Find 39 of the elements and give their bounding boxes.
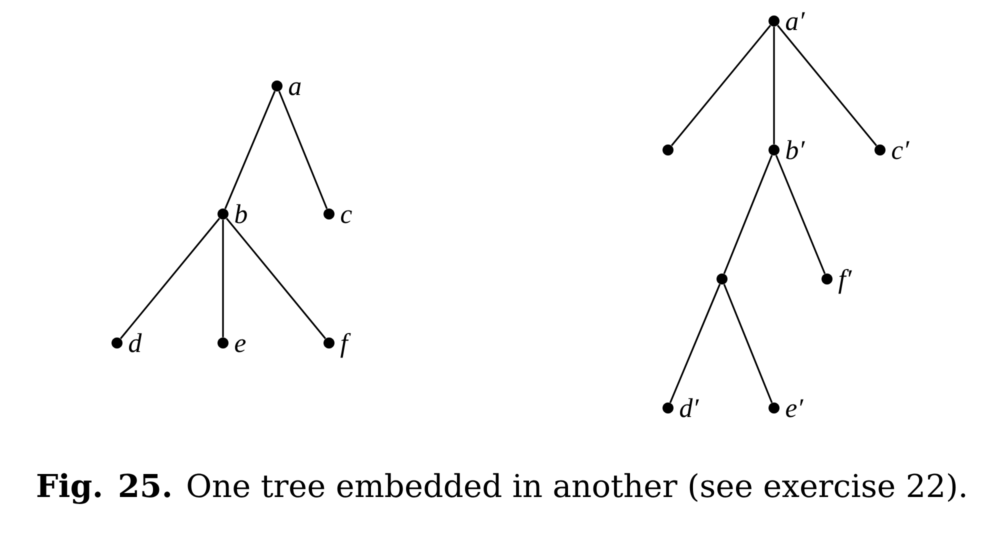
connector-line	[670, 24, 772, 146]
tree-node-dot	[716, 274, 728, 284]
node-label: f	[340, 333, 351, 358]
tree-node-dot	[324, 338, 334, 348]
node-label: d	[129, 333, 142, 352]
connector-line	[773, 26, 775, 144]
connector-line	[226, 218, 326, 340]
connector-line	[776, 24, 878, 146]
connector-line	[278, 90, 328, 210]
tree-node-dot	[768, 16, 780, 26]
connector-line	[775, 154, 826, 274]
tree-node-dot	[662, 144, 674, 156]
node-label: c	[341, 210, 352, 224]
tree-node-dot	[768, 402, 780, 414]
connector-line	[224, 90, 276, 210]
connector-line	[669, 284, 721, 404]
node-label: a′	[786, 12, 805, 30]
tree-node-dot	[272, 80, 282, 92]
tree-node-dot	[112, 338, 122, 348]
node-label: b′	[786, 140, 805, 160]
node-label: f′	[838, 269, 852, 294]
connector-line	[120, 218, 220, 340]
node-label: d′	[680, 398, 699, 418]
tree-node-dot	[662, 402, 674, 414]
connector-line	[723, 284, 773, 404]
node-label: c′	[892, 141, 910, 160]
caption: Fig. 25. One tree embedded in another (see exercise 22).	[37, 473, 966, 504]
tree-node-dot	[768, 144, 780, 156]
tree-node-dot	[874, 144, 886, 156]
connector-line	[723, 154, 773, 274]
node-label: e	[235, 339, 246, 352]
node-label: e′	[786, 399, 804, 418]
tree-node-dot	[218, 208, 228, 220]
tree-node-dot	[218, 338, 228, 348]
connector-line	[222, 220, 224, 338]
node-label: a	[289, 82, 301, 96]
node-label: b	[235, 204, 247, 224]
tree-node-dot	[324, 208, 334, 220]
tree-node-dot	[822, 274, 833, 284]
